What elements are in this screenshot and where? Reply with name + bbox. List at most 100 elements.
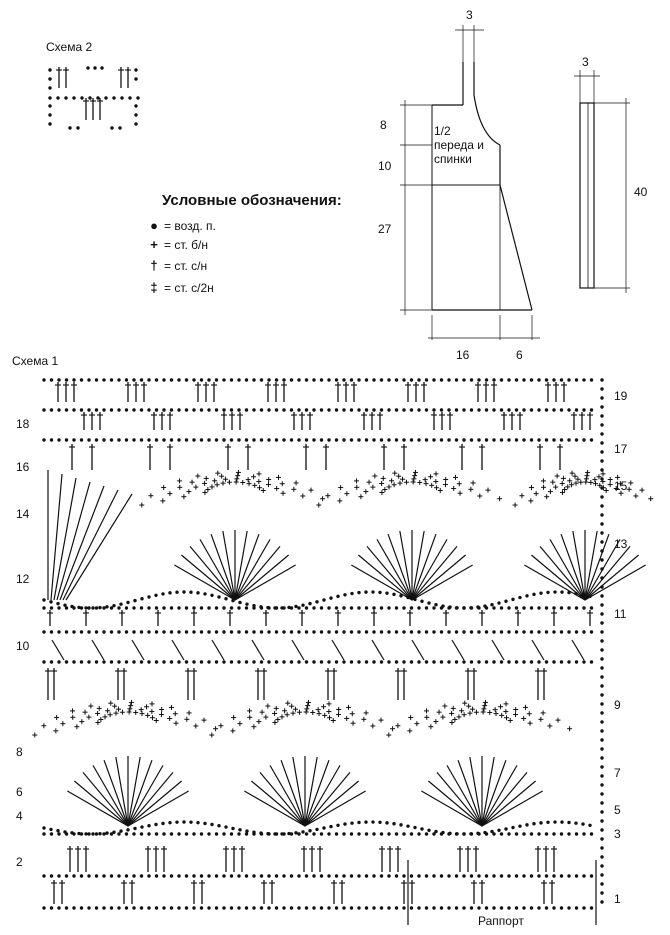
chain-dot <box>282 874 286 878</box>
chain-dot <box>600 702 604 706</box>
chain-dot <box>169 606 174 610</box>
chain-dot <box>199 630 204 634</box>
chain-dot <box>132 408 136 412</box>
chain-dot <box>582 874 586 878</box>
chain-dot <box>289 438 294 442</box>
chain-dot <box>387 660 391 664</box>
chain-dot <box>102 378 106 382</box>
chain-dot <box>224 825 228 829</box>
chain-dot <box>574 821 578 825</box>
chain-dot <box>529 408 534 412</box>
chain-dot <box>229 832 234 836</box>
chain-dot <box>454 630 459 634</box>
chain-dot <box>394 630 399 634</box>
chain-dot <box>357 590 361 595</box>
chain-dot <box>238 600 242 605</box>
chain-dot <box>518 824 522 828</box>
chain-dot <box>447 408 451 412</box>
chain-dot <box>334 660 339 664</box>
chain-dot <box>589 832 594 836</box>
chain-dot <box>447 832 451 836</box>
chain-dot <box>600 684 604 688</box>
chain-dot <box>132 438 136 442</box>
chain-dot <box>154 606 159 610</box>
chain-dot <box>222 606 226 610</box>
chain-dot <box>537 832 541 836</box>
chain-dot <box>192 874 196 878</box>
chain-dot <box>217 824 221 828</box>
chain-dot <box>600 675 604 679</box>
chain-dot <box>439 378 444 382</box>
chain-dot <box>600 756 604 760</box>
chain-dot <box>600 657 604 661</box>
chain-dot <box>100 66 104 70</box>
chain-dot <box>229 606 234 610</box>
chain-dot <box>196 591 200 595</box>
chain-dot <box>462 408 466 412</box>
chain-dot <box>409 906 414 910</box>
fan-stitch <box>234 539 271 601</box>
chain-dot <box>289 906 294 910</box>
chain-dot <box>162 874 166 878</box>
chain-dot <box>244 438 249 442</box>
chain-dot <box>350 821 354 825</box>
fan-stitch <box>82 771 129 827</box>
chain-dot <box>124 438 129 442</box>
fan-stitch <box>222 530 236 601</box>
chain-dot <box>492 630 496 634</box>
chain-dot <box>600 873 604 877</box>
chain-dot <box>484 378 489 382</box>
chain-dot <box>477 408 481 412</box>
chain-dot <box>394 606 399 610</box>
chain-dot <box>289 630 294 634</box>
chain-dot <box>184 630 189 634</box>
chain-dot <box>462 378 466 382</box>
chain-dot <box>289 378 294 382</box>
chain-dot <box>372 660 376 664</box>
chain-dot <box>132 606 136 610</box>
row-number-right: 17 <box>614 442 628 456</box>
chain-dot <box>392 822 396 826</box>
chain-dot <box>289 874 294 878</box>
chain-dot <box>147 874 151 878</box>
fan-stitch <box>421 790 483 827</box>
chain-dot <box>289 832 294 836</box>
chain-dot <box>267 438 271 442</box>
dc-slant <box>531 639 545 661</box>
chain-dot <box>492 832 496 836</box>
chain-dot <box>289 660 294 664</box>
fan-stitch <box>481 765 518 827</box>
chain-dot <box>372 378 376 382</box>
chain-dot <box>297 408 301 412</box>
chain-dot <box>492 906 496 910</box>
chain-dot <box>484 606 489 610</box>
chain-dot <box>600 891 604 895</box>
chain-dot <box>124 606 129 610</box>
chain-dot <box>600 477 604 481</box>
chain-dot <box>102 906 106 910</box>
chain-dot <box>588 594 592 599</box>
chain-dot <box>134 104 138 108</box>
chain-dot <box>117 378 121 382</box>
chain-dot <box>312 630 316 634</box>
fan-stitch <box>127 756 141 827</box>
fan-stitch <box>103 760 129 827</box>
chain-dot <box>57 408 61 412</box>
chain-dot <box>162 408 166 412</box>
chain-dot <box>112 830 116 834</box>
chain-dot <box>357 630 361 634</box>
chain-dot <box>514 408 519 412</box>
chain-dot <box>57 630 61 634</box>
chain-dot <box>327 438 331 442</box>
chain-dot <box>522 906 526 910</box>
fan-stitch <box>234 530 248 601</box>
chain-dot <box>79 660 84 664</box>
chain-dot <box>140 597 144 601</box>
chain-dot <box>87 874 91 878</box>
chain-dot <box>424 832 429 836</box>
chain-dot <box>385 591 389 595</box>
chain-dot <box>252 606 256 610</box>
chain-dot <box>42 906 46 910</box>
chain-dot <box>207 606 211 610</box>
chain-dot <box>117 906 121 910</box>
